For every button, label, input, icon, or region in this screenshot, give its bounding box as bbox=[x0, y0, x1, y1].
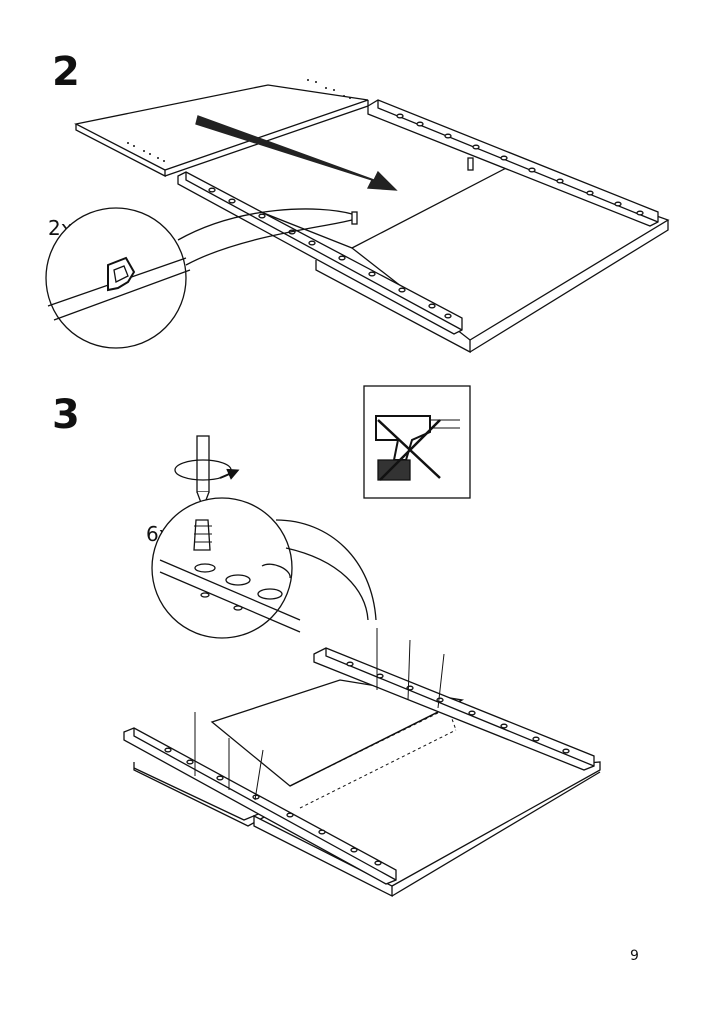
front-rail bbox=[177, 171, 463, 335]
no-power-drill-warning bbox=[363, 385, 471, 499]
screws bbox=[194, 628, 445, 801]
assembled-carcass bbox=[133, 679, 601, 898]
slide-direction-arrow bbox=[195, 115, 398, 191]
step-3-number: 3 bbox=[52, 392, 80, 438]
step-3-drawing bbox=[123, 385, 601, 898]
screwdriver bbox=[174, 435, 240, 510]
step-2-number: 2 bbox=[52, 49, 80, 95]
step-2-drawing bbox=[45, 79, 670, 354]
step-3-detail-callout bbox=[151, 497, 377, 639]
back-rail-step-3 bbox=[313, 647, 595, 771]
page-number: 9 bbox=[630, 948, 639, 964]
carcass-panel bbox=[179, 164, 670, 354]
back-rail bbox=[367, 99, 659, 227]
front-rail-step-3 bbox=[123, 727, 397, 885]
power-drill-crossed-out-icon bbox=[375, 415, 460, 481]
step-2-detail-callout bbox=[45, 207, 353, 349]
